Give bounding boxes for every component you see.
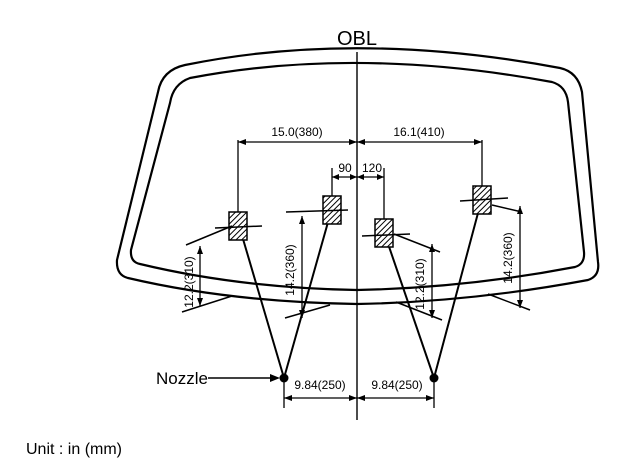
spray-fan-lines <box>237 197 483 379</box>
dim-left-outer-height: 12.2(310) <box>182 256 196 307</box>
dim-right-inner-height: 12.2(310) <box>413 258 427 309</box>
windshield-outer-edge <box>115 47 600 306</box>
dim-right-nozzle-offset: 9.84(250) <box>371 378 422 392</box>
top-dimension-lines <box>237 140 483 219</box>
dim-left-nozzle-offset: 9.84(250) <box>294 378 345 392</box>
dim-left-inner: 90 <box>338 161 352 175</box>
dim-left-span: 15.0(380) <box>271 125 322 139</box>
dim-right-inner: 120 <box>362 161 382 175</box>
dim-right-span: 16.1(410) <box>393 125 444 139</box>
nozzle-label: Nozzle <box>156 369 208 388</box>
obl-label: OBL <box>337 28 377 50</box>
unit-label: Unit : in (mm) <box>26 441 122 458</box>
nozzle-dimension-arrows <box>284 395 434 401</box>
dim-right-outer-height: 14.2(360) <box>501 232 515 283</box>
windshield-outline <box>115 47 600 306</box>
vertical-dimension-arrows <box>197 206 523 318</box>
nozzle-dimension-lines <box>283 382 435 408</box>
windshield-inner-edge <box>129 61 586 292</box>
spray-target-ticks <box>185 197 523 253</box>
spray-target-right-inner <box>374 218 394 248</box>
lower-spray-lines <box>181 293 531 321</box>
top-dimension-arrows <box>238 139 482 180</box>
nozzle-leader-arrow <box>270 374 280 382</box>
dim-left-inner-height: 14.2(360) <box>283 244 297 295</box>
vertical-dimension-lines <box>199 206 521 318</box>
